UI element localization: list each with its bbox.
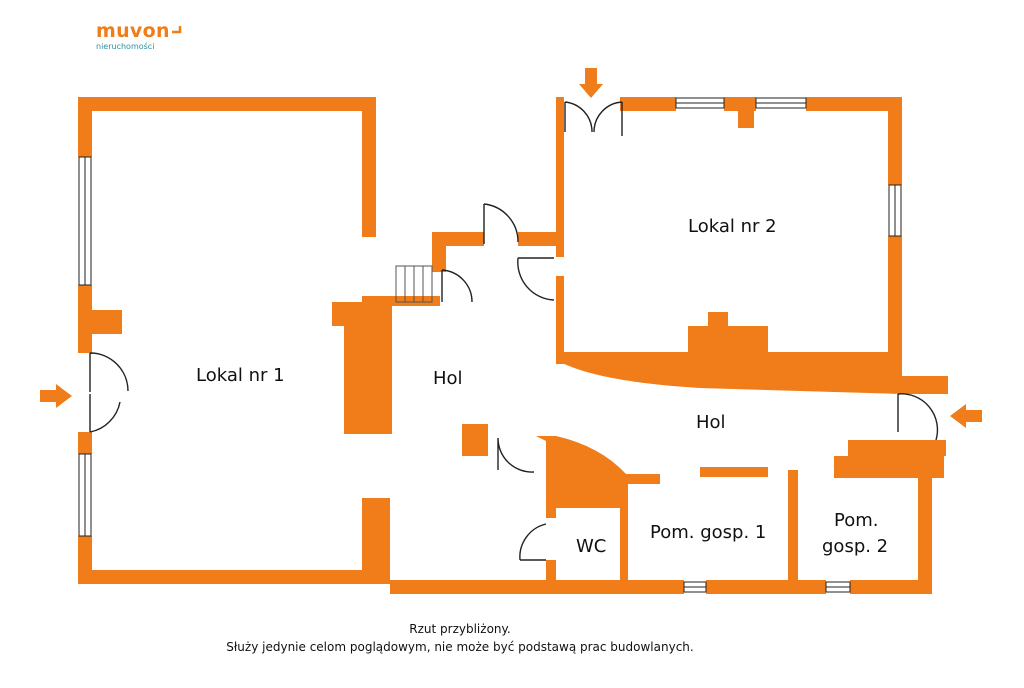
wall bbox=[362, 97, 376, 237]
wall bbox=[78, 97, 92, 157]
wall bbox=[78, 536, 92, 572]
room-label-lokal2: Lokal nr 2 bbox=[688, 216, 777, 237]
room-label-hol-2: Hol bbox=[696, 412, 726, 433]
brand-logo: muvon nieruchomości bbox=[96, 20, 170, 52]
wall bbox=[462, 424, 488, 456]
wall bbox=[850, 580, 932, 594]
wall bbox=[344, 302, 392, 434]
wall bbox=[556, 276, 564, 364]
brand-subtitle: nieruchomości bbox=[96, 42, 155, 51]
room-label-lokal1: Lokal nr 1 bbox=[196, 365, 285, 386]
wall bbox=[92, 310, 122, 334]
disclaimer-line-1: Rzut przybliżony. bbox=[409, 622, 511, 636]
wall bbox=[78, 570, 390, 584]
wall bbox=[888, 236, 902, 362]
door-swing bbox=[89, 352, 129, 392]
wall bbox=[620, 474, 660, 484]
wall bbox=[700, 467, 768, 477]
wall bbox=[620, 97, 676, 111]
entrance-arrow-icon bbox=[40, 384, 72, 408]
brand-name: muvon bbox=[96, 20, 170, 42]
wall bbox=[546, 436, 556, 518]
room-label-pom-gosp-1: Pom. gosp. 1 bbox=[650, 522, 766, 543]
wall bbox=[390, 580, 684, 594]
door-swing bbox=[564, 101, 593, 133]
entrance-arrow-icon bbox=[579, 68, 603, 98]
wall bbox=[536, 436, 626, 500]
wall bbox=[362, 498, 390, 584]
door-swing bbox=[441, 269, 473, 303]
entrance-arrows bbox=[40, 68, 982, 428]
wall bbox=[518, 232, 556, 246]
room-label-wc: WC bbox=[576, 536, 606, 557]
disclaimer-line-2: Służy jedynie celom poglądowym, nie może… bbox=[226, 640, 694, 654]
stairs bbox=[395, 265, 433, 303]
door-swing bbox=[483, 203, 519, 244]
wall bbox=[806, 97, 902, 111]
room-label-pom-gosp-2-line2: gosp. 2 bbox=[822, 536, 888, 557]
room-label-hol-1: Hol bbox=[433, 368, 463, 389]
wall bbox=[848, 440, 946, 456]
wall bbox=[556, 352, 948, 394]
wall bbox=[78, 97, 376, 111]
wall bbox=[706, 580, 826, 594]
room-label-pom-gosp-2-line1: Pom. bbox=[834, 510, 878, 531]
wall bbox=[738, 110, 754, 128]
door-swing bbox=[89, 394, 121, 433]
walls bbox=[78, 97, 948, 594]
wall bbox=[556, 97, 564, 257]
wall bbox=[546, 560, 556, 584]
door-swing bbox=[897, 393, 939, 441]
windows bbox=[78, 97, 902, 593]
wall bbox=[620, 474, 628, 584]
door-swing bbox=[497, 437, 535, 473]
wall bbox=[918, 456, 932, 594]
wall bbox=[834, 456, 944, 478]
wall bbox=[78, 432, 92, 454]
logo-arrow-icon bbox=[172, 26, 182, 34]
wall bbox=[78, 285, 92, 353]
wall bbox=[708, 312, 728, 328]
wall bbox=[688, 326, 768, 354]
doors bbox=[89, 101, 939, 561]
wall bbox=[888, 97, 902, 185]
wall bbox=[432, 232, 484, 246]
wall bbox=[546, 498, 626, 508]
door-swing bbox=[593, 101, 623, 136]
wall bbox=[724, 97, 756, 111]
entrance-arrow-icon bbox=[950, 404, 982, 428]
door-swing bbox=[517, 257, 555, 301]
plan-disclaimer: Rzut przybliżony. Służy jedynie celom po… bbox=[0, 620, 920, 656]
floor-plan: Lokal nr 1 Lokal nr 2 Hol Hol WC Pom. go… bbox=[40, 68, 982, 594]
wall bbox=[788, 470, 798, 584]
floor-plan-drawing: Lokal nr 1 Lokal nr 2 Hol Hol WC Pom. go… bbox=[40, 68, 982, 594]
door-swing bbox=[519, 523, 547, 561]
wall bbox=[362, 296, 440, 306]
